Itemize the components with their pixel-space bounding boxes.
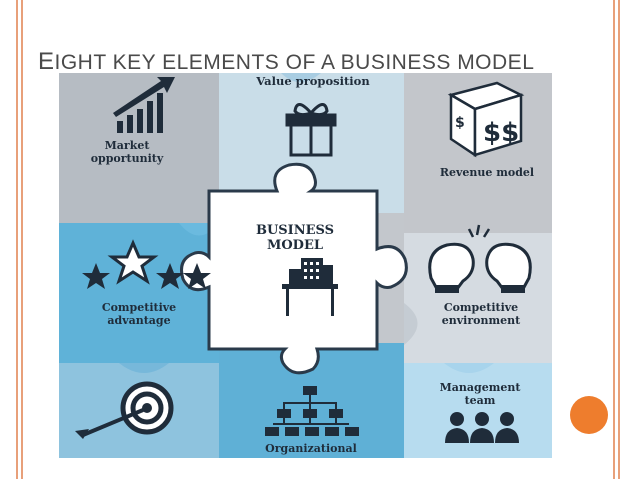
title-initial: E <box>38 48 55 75</box>
svg-text:$: $ <box>455 115 465 131</box>
left-border-line-1 <box>16 0 18 479</box>
revenue-label: Revenue model <box>440 166 534 179</box>
building-icon <box>282 258 338 316</box>
puzzle-piece-management <box>404 363 552 458</box>
advantage-label-line1: Competitive <box>102 301 176 314</box>
center-title-line2: MODEL <box>267 238 323 253</box>
puzzle-piece-market <box>59 73 245 223</box>
management-label-line1: Management <box>440 381 522 394</box>
puzzle-piece-environment <box>404 233 552 363</box>
environment-label-line2: environment <box>442 314 521 327</box>
target-arrow-icon <box>75 381 174 439</box>
bar-chart-arrow-icon <box>113 77 175 133</box>
left-border-line-2 <box>21 0 23 479</box>
puzzle-piece-advantage <box>59 223 219 363</box>
market-label-line2: opportunity <box>91 152 164 165</box>
dollar-dice-icon: $$ $ <box>447 81 525 158</box>
advantage-label-line2: advantage <box>107 314 170 327</box>
management-label-line2: team <box>465 394 496 407</box>
environment-label-line1: Competitive <box>444 301 518 314</box>
market-label-line1: Market <box>105 139 151 152</box>
center-title-line1: BUSINESS <box>256 223 334 238</box>
title-rest: IGHT KEY ELEMENTS OF A BUSINESS MODEL <box>54 51 535 74</box>
gift-box-icon <box>285 103 337 157</box>
org-chart-icon <box>265 386 359 436</box>
right-border-line-1 <box>613 0 615 479</box>
slide-title: EIGHT KEY ELEMENTS OF A BUSINESS MODEL <box>38 48 534 76</box>
svg-text:$$: $$ <box>483 118 519 148</box>
center-puzzle-piece <box>180 162 408 375</box>
star-rating-icon <box>82 239 211 289</box>
boxing-gloves-icon <box>428 224 532 293</box>
orange-circle-decoration <box>570 396 608 434</box>
business-model-diagram: BUSINESS MODEL <box>59 73 552 458</box>
organizational-label: Organizational <box>265 442 357 455</box>
right-border-line-2 <box>618 0 620 479</box>
team-people-icon <box>445 412 519 443</box>
value-label: Value proposition <box>255 74 370 88</box>
